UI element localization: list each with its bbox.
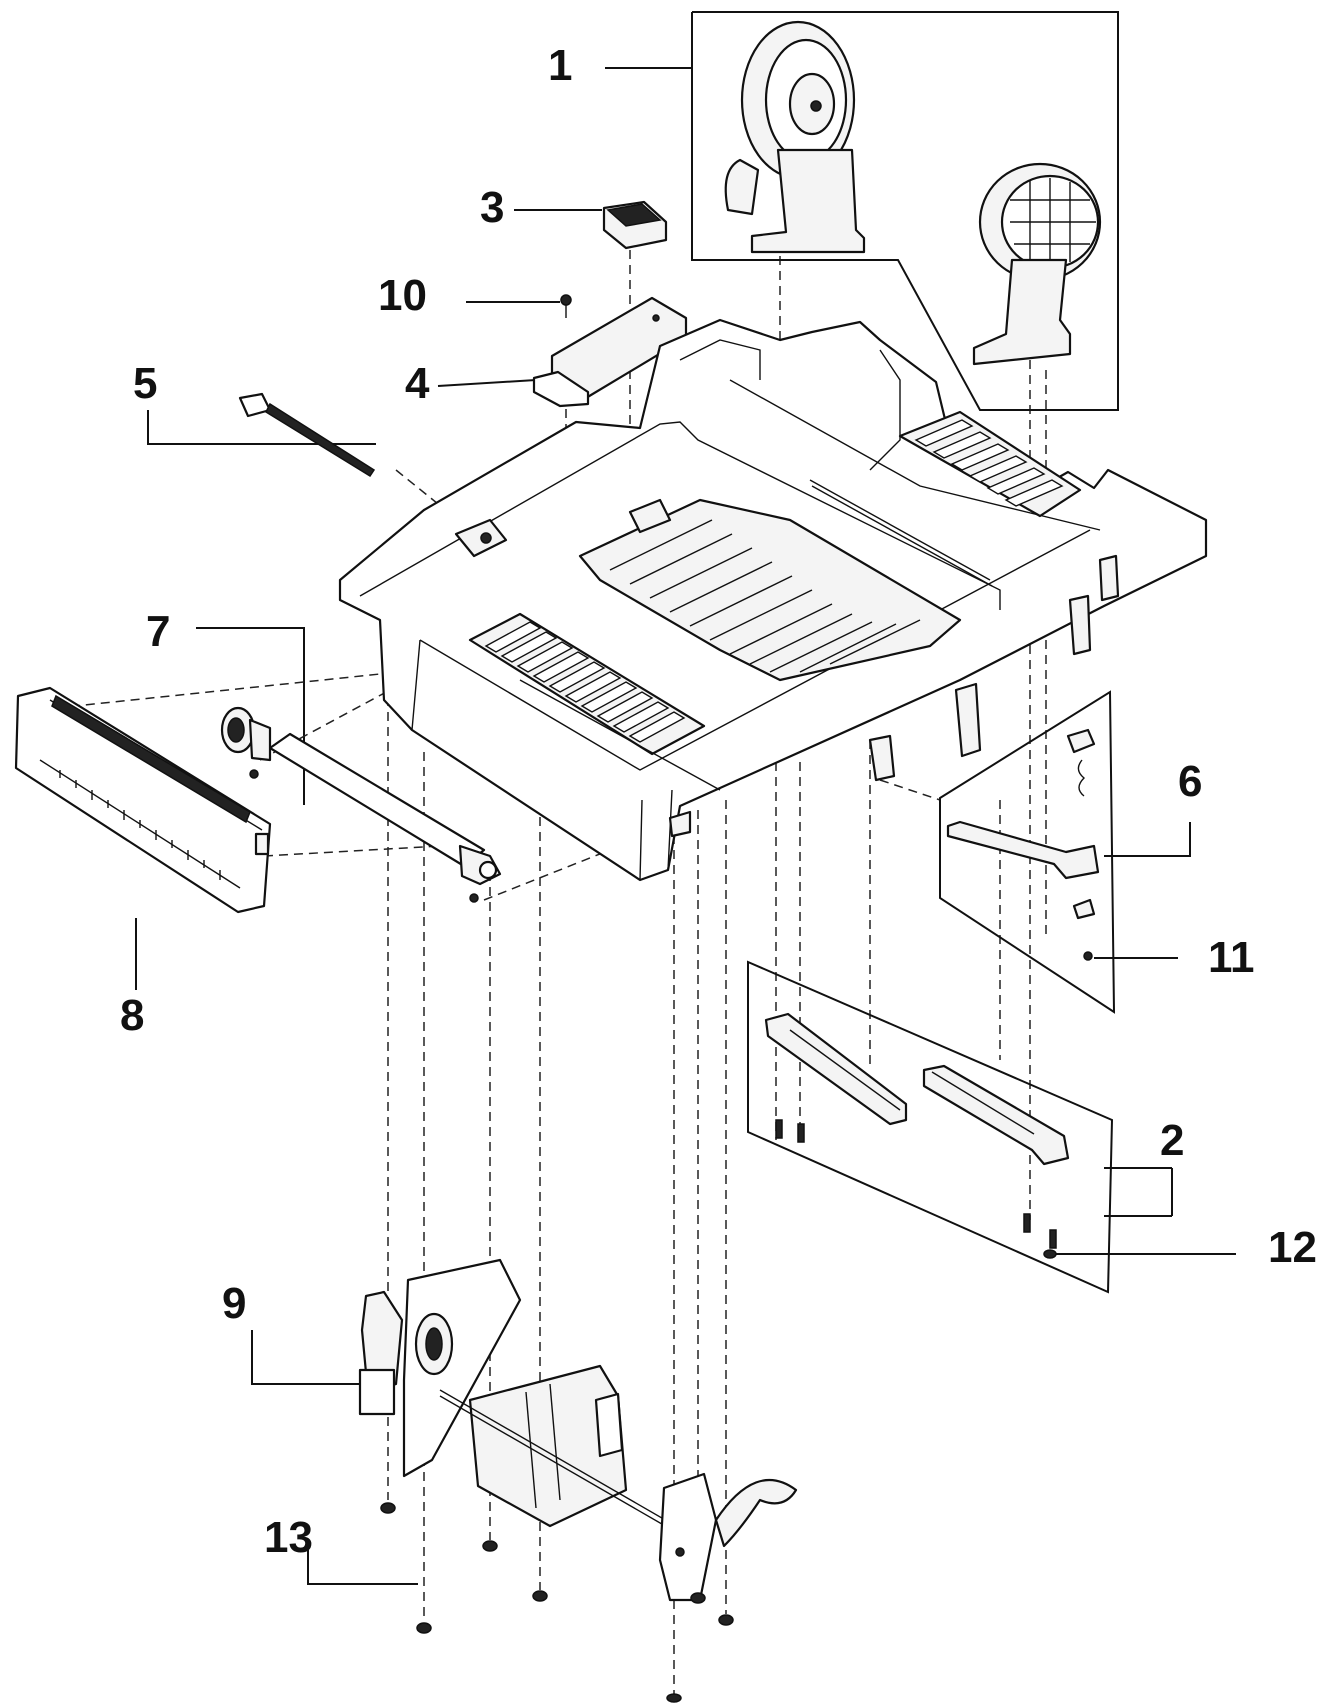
part-1-spool-holders: [724, 20, 1102, 366]
part-2-racks: [764, 1012, 1070, 1249]
part-5-cable: [238, 392, 376, 478]
callout-10: 10: [378, 271, 427, 320]
group-frames: [691, 11, 1119, 1294]
part-9-motor-assembly: [358, 1258, 798, 1602]
callout-12: 12: [1268, 1223, 1317, 1272]
callout-3: 3: [480, 183, 504, 232]
callout-1: 1: [548, 41, 572, 90]
callout-4: 4: [405, 359, 430, 408]
part-10-screw: [560, 294, 572, 318]
part-8-front-cover: [14, 686, 272, 914]
part-7-roller: [220, 706, 502, 903]
callout-11: 11: [1208, 933, 1255, 982]
main-base-frame: [338, 318, 1208, 882]
callout-6: 6: [1178, 757, 1202, 806]
callout-8: 8: [120, 991, 144, 1040]
callout-13: 13: [264, 1513, 313, 1562]
screws: [380, 1249, 1057, 1703]
part-6-sensor-bracket: [946, 728, 1100, 961]
callout-2: 2: [1160, 1116, 1184, 1165]
callout-7: 7: [146, 607, 170, 656]
callout-9: 9: [222, 1279, 246, 1328]
part-3-block: [602, 200, 668, 250]
leader-lines: [135, 67, 1236, 1585]
callout-5: 5: [133, 359, 157, 408]
